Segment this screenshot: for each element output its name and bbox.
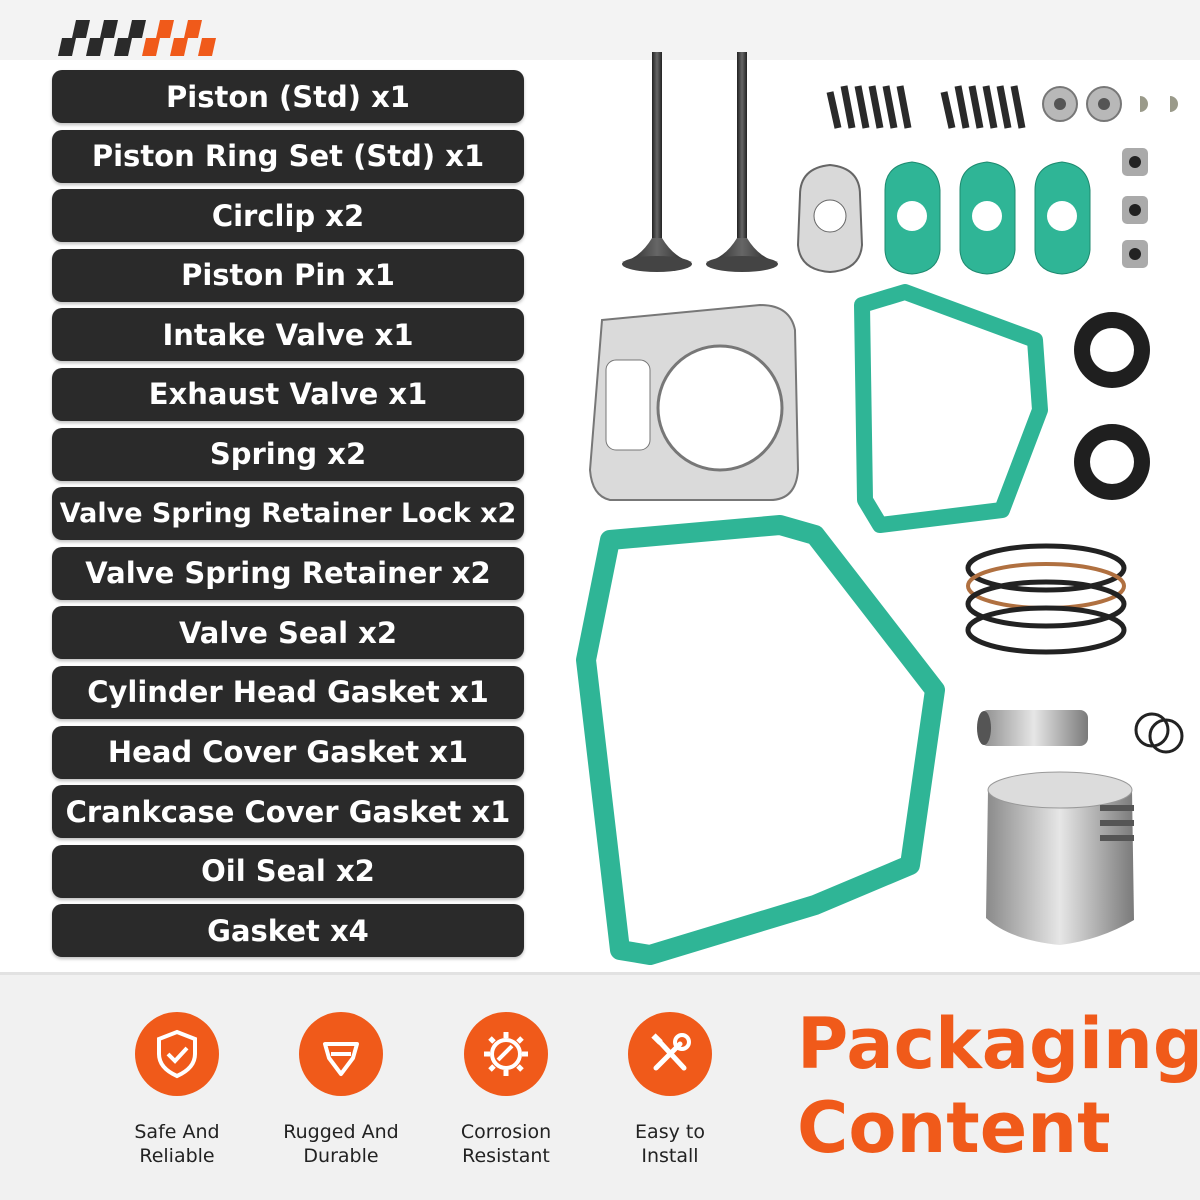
list-item: Cylinder Head Gasket x1 <box>52 665 524 719</box>
tools-icon <box>628 1012 712 1096</box>
exhaust-valve <box>706 52 778 272</box>
packaging-content-title: Packaging Content <box>797 1002 1200 1170</box>
cylinder-head-gasket <box>588 303 800 501</box>
oil-seal <box>1074 312 1150 500</box>
list-item: Exhaust Valve x1 <box>52 367 524 421</box>
exhaust-gasket <box>796 163 864 274</box>
feature-label: Safe And <box>134 1121 220 1143</box>
title-line: Content <box>797 1087 1111 1169</box>
divider <box>0 972 1200 975</box>
list-item: Head Cover Gasket x1 <box>52 725 524 779</box>
list-item: Oil Seal x2 <box>52 844 524 898</box>
piston-ring-set <box>965 543 1127 655</box>
valve-spring <box>826 85 912 129</box>
feature-label: Easy to <box>635 1121 705 1143</box>
valve-spring <box>940 85 1026 129</box>
valve-seal <box>1122 148 1148 268</box>
parts-list: Piston (Std) x1 Piston Ring Set (Std) x1… <box>52 70 524 964</box>
feature-label: Install <box>641 1145 699 1167</box>
list-item: Valve Spring Retainer Lock x2 <box>52 487 524 541</box>
list-item: Valve Seal x2 <box>52 606 524 660</box>
list-item: Piston Pin x1 <box>52 248 524 302</box>
list-item: Valve Spring Retainer x2 <box>52 546 524 600</box>
list-item: Circlip x2 <box>52 189 524 243</box>
piston <box>986 771 1134 945</box>
list-item: Piston Ring Set (Std) x1 <box>52 129 524 183</box>
feature-label: Durable <box>303 1145 379 1167</box>
list-item: Gasket x4 <box>52 904 524 958</box>
title-line: Packaging <box>797 1003 1200 1085</box>
valve-spring-retainer-lock <box>1140 96 1178 112</box>
feature-label: Reliable <box>139 1145 215 1167</box>
crankcase-cover-gasket <box>576 515 945 965</box>
gear-wrench-icon <box>464 1012 548 1096</box>
list-item: Spring x2 <box>52 427 524 481</box>
piston-pin <box>977 710 1088 746</box>
head-cover-gasket <box>854 284 1048 533</box>
list-item: Intake Valve x1 <box>52 308 524 362</box>
list-item: Piston (Std) x1 <box>52 70 524 123</box>
intake-valve <box>622 52 692 272</box>
shield-check-icon <box>135 1012 219 1096</box>
feature-label: Corrosion <box>460 1121 552 1143</box>
list-item: Crankcase Cover Gasket x1 <box>52 785 524 839</box>
parts-illustration <box>576 52 1184 965</box>
valve-spring-retainer <box>1042 86 1122 122</box>
feature-label: Resistant <box>462 1145 550 1167</box>
feature-label: Rugged And <box>283 1121 399 1143</box>
checker-flag-logo <box>58 20 216 56</box>
gem-icon <box>299 1012 383 1096</box>
circlip <box>1134 712 1184 754</box>
